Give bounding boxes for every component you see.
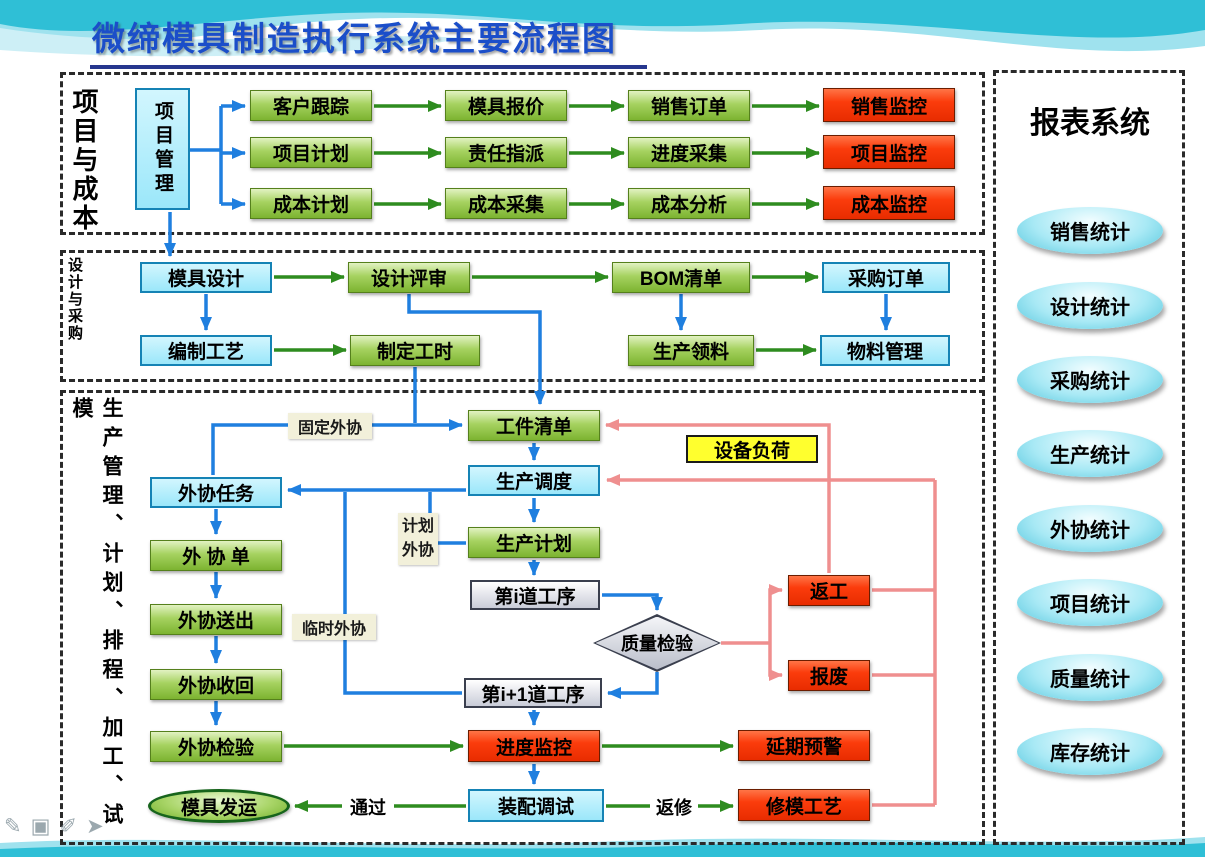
- node-cost-collection: 成本采集: [445, 188, 567, 219]
- pointer-tool-icon[interactable]: ➤: [86, 815, 104, 838]
- node-sales-order: 销售订单: [628, 90, 750, 121]
- node-mold-quotation: 模具报价: [445, 90, 567, 121]
- node-customer-tracking: 客户跟踪: [250, 90, 372, 121]
- node-progress-monitoring: 进度监控: [468, 730, 600, 762]
- node-rework: 返工: [788, 575, 870, 606]
- shapes-tool-icon[interactable]: ▣: [30, 815, 51, 838]
- node-scrap: 报废: [788, 660, 870, 691]
- node-design-review: 设计评审: [348, 262, 470, 293]
- node-outsource-inspect: 外协检验: [150, 731, 282, 762]
- pen-tool-icon[interactable]: ✎: [4, 815, 22, 838]
- node-cost-monitoring: 成本监控: [823, 186, 955, 220]
- report-panel-frame: [993, 70, 1185, 845]
- project-management-label: 项目管理: [152, 101, 173, 197]
- node-outsource-send: 外协送出: [150, 604, 282, 635]
- node-cost-analysis: 成本分析: [628, 188, 750, 219]
- edge-label-planned-outsource: 计划外协: [398, 513, 438, 565]
- edge-label-fixed-outsource: 固定外协: [288, 413, 372, 439]
- report-item-quality-stats: 质量统计: [1017, 654, 1163, 701]
- node-outsource-receive: 外协收回: [150, 669, 282, 700]
- node-responsibility-assignment: 责任指派: [445, 137, 567, 168]
- node-bom-list: BOM清单: [612, 262, 750, 293]
- node-production-scheduling: 生产调度: [468, 465, 600, 496]
- node-material-requisition: 生产领料: [628, 335, 754, 366]
- node-equipment-load: 设备负荷: [686, 435, 818, 463]
- report-item-purchase-stats: 采购统计: [1017, 356, 1163, 403]
- edge-label-temp-outsource: 临时外协: [292, 614, 376, 640]
- report-item-sales-stats: 销售统计: [1017, 207, 1163, 254]
- node-progress-collection: 进度采集: [628, 137, 750, 168]
- highlighter-tool-icon[interactable]: ✐: [59, 815, 78, 838]
- node-assembly-debugging: 装配调试: [468, 789, 604, 822]
- node-sales-monitoring: 销售监控: [823, 88, 955, 122]
- report-panel-title: 报表系统: [1030, 107, 1150, 140]
- report-item-design-stats: 设计统计: [1017, 282, 1163, 329]
- node-delay-warning: 延期预警: [738, 730, 870, 761]
- report-item-inventory-stats: 库存统计: [1017, 728, 1163, 775]
- node-mold-repair: 修模工艺: [738, 789, 870, 821]
- node-cost-plan: 成本计划: [250, 188, 372, 219]
- node-project-monitoring: 项目监控: [823, 135, 955, 169]
- node-project-plan: 项目计划: [250, 137, 372, 168]
- node-workpiece-list: 工件清单: [468, 410, 600, 441]
- report-item-production-stats: 生产统计: [1017, 430, 1163, 477]
- report-item-project-stats: 项目统计: [1017, 579, 1163, 626]
- edge-label-pass: 通过: [342, 794, 394, 819]
- annotation-toolbar: ✎ ▣ ✐ ➤: [4, 814, 104, 839]
- node-purchase-order: 采购订单: [822, 262, 950, 293]
- node-process-i-plus-1: 第i+1道工序: [464, 678, 602, 708]
- node-mold-shipment: 模具发运: [148, 789, 290, 823]
- node-project-management: 项目管理: [135, 88, 190, 210]
- node-outsource-order: 外 协 单: [150, 540, 282, 571]
- section-label-production: 生产管理、计划、排程、加工、试模: [70, 397, 123, 832]
- top-wave-decoration: [0, 0, 1205, 57]
- section-label-project-cost: 项目与成本: [69, 88, 99, 233]
- node-process-planning: 编制工艺: [140, 335, 272, 366]
- node-process-i: 第i道工序: [470, 580, 600, 610]
- node-work-hours: 制定工时: [350, 335, 480, 366]
- page-title: 微缔模具制造执行系统主要流程图: [90, 12, 647, 69]
- report-item-outsource-stats: 外协统计: [1017, 505, 1163, 552]
- node-production-plan: 生产计划: [468, 527, 600, 558]
- edge-label-repair: 返修: [650, 795, 698, 819]
- section-label-design-purchase: 设计与采购: [66, 257, 83, 342]
- node-outsource-task: 外协任务: [150, 477, 282, 508]
- node-material-management: 物料管理: [820, 335, 950, 366]
- section-project-cost-frame: [60, 72, 985, 235]
- node-mold-design: 模具设计: [140, 262, 272, 293]
